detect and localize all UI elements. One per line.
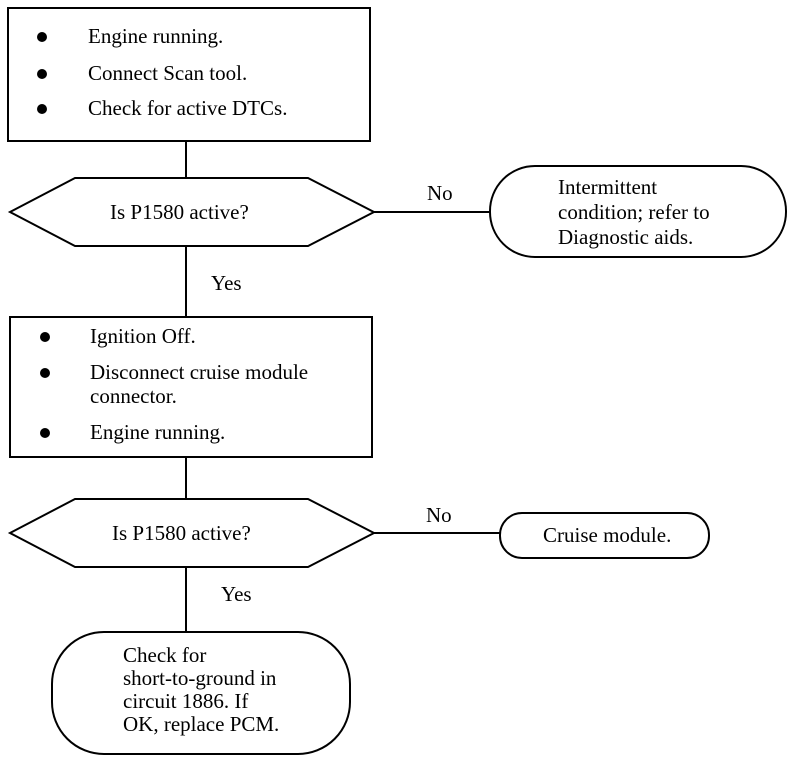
decision1-yes-label: Yes xyxy=(211,271,242,295)
final-line-2: short-to-ground in xyxy=(123,666,277,690)
intermittent-line-3: Diagnostic aids. xyxy=(558,225,694,249)
step2-item-1: Ignition Off. xyxy=(90,324,196,348)
cruise-module-label: Cruise module. xyxy=(543,523,672,547)
step2-bullet-3 xyxy=(40,428,50,438)
intermittent-line-1: Intermittent xyxy=(558,175,658,199)
step2-item-3: Engine running. xyxy=(90,420,226,444)
step1-bullet-2 xyxy=(37,69,47,79)
decision2-no-label: No xyxy=(426,503,452,527)
step1-bullet-1 xyxy=(37,32,47,42)
intermittent-line-2: condition; refer to xyxy=(558,200,710,224)
final-line-4: OK, replace PCM. xyxy=(123,712,280,736)
intermittent-terminal xyxy=(489,165,787,258)
step2-item-2: Disconnect cruise module xyxy=(90,360,309,384)
decision2-question: Is P1580 active? xyxy=(112,521,251,545)
step2-bullet-1 xyxy=(40,332,50,342)
step1-box xyxy=(7,7,371,142)
cruise-module-terminal xyxy=(499,512,710,559)
step2-bullet-2 xyxy=(40,368,50,378)
step1-item-1: Engine running. xyxy=(88,24,224,48)
decision1-no-label: No xyxy=(427,181,453,205)
decision2-yes-label: Yes xyxy=(221,582,252,606)
final-line-1: Check for xyxy=(123,643,207,667)
step1-bullet-3 xyxy=(37,104,47,114)
step1-item-3: Check for active DTCs. xyxy=(88,96,288,120)
final-terminal xyxy=(51,631,351,755)
final-line-3: circuit 1886. If xyxy=(123,689,249,713)
step2-box xyxy=(9,316,373,458)
decision1-question: Is P1580 active? xyxy=(110,200,249,224)
step1-item-2: Connect Scan tool. xyxy=(88,61,248,85)
step2-item-2-cont: connector. xyxy=(90,384,177,408)
